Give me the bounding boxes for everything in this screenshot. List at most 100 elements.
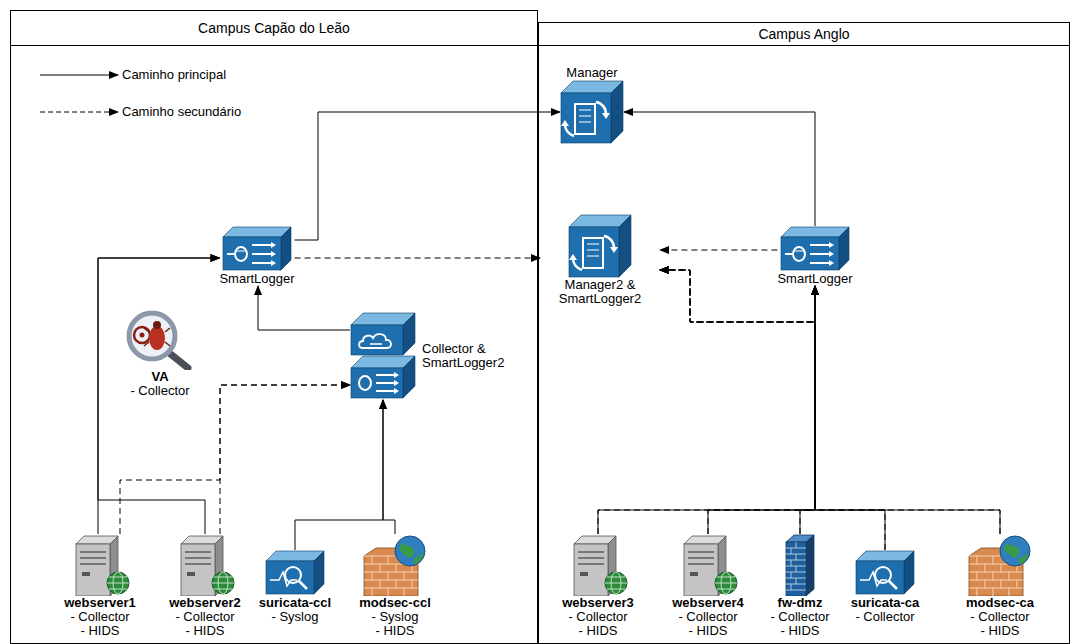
icon-part xyxy=(717,589,735,590)
collector-icon xyxy=(350,312,416,400)
icon-part xyxy=(781,227,849,237)
network-device: modsec-ca- Collector- HIDS xyxy=(966,534,1034,638)
server-icon xyxy=(566,534,630,596)
icon-part xyxy=(370,343,382,345)
icon-part xyxy=(403,356,415,398)
icon-part xyxy=(165,328,170,332)
icon-part xyxy=(252,244,272,246)
icon-part xyxy=(1008,572,1009,580)
icon-part xyxy=(403,313,415,355)
device-label: webserver4- Collector- HIDS xyxy=(672,596,744,638)
primary-path xyxy=(800,286,815,534)
device-name: webserver2 xyxy=(169,596,241,610)
icon-part xyxy=(602,113,610,119)
network-device: suricata-ca- Collector xyxy=(851,550,920,624)
primary-path xyxy=(708,286,815,534)
icon-part xyxy=(187,572,195,576)
icon-part xyxy=(271,260,276,266)
icon-part xyxy=(364,580,418,581)
icon-part xyxy=(109,589,127,590)
modsec-icon xyxy=(362,534,428,596)
network-device: SmartLogger xyxy=(777,226,852,286)
device-label: suricata-ccl- Syslog xyxy=(259,596,331,624)
icon-part xyxy=(80,557,106,559)
device-role: - HIDS xyxy=(770,624,829,638)
icon-part xyxy=(129,313,175,359)
icon-part xyxy=(387,588,388,596)
icon-part xyxy=(376,374,395,376)
icon-part xyxy=(185,557,211,559)
icon-part xyxy=(781,237,839,270)
secondary-path xyxy=(220,385,350,534)
device-name: modsec-ca xyxy=(966,596,1034,610)
server-icon xyxy=(173,534,237,596)
device-name: Manager2 & SmartLogger2 xyxy=(540,278,660,306)
icon-part xyxy=(185,551,211,553)
icon-part xyxy=(144,342,149,346)
device-role: - Collector xyxy=(130,384,189,398)
icon-part xyxy=(379,564,380,572)
network-device: fw-dmz- Collector- HIDS xyxy=(770,534,829,638)
icon-part xyxy=(810,253,830,255)
icon-part xyxy=(791,548,792,554)
device-role: - Collector xyxy=(169,610,241,624)
device-label: modsec-ca- Collector- HIDS xyxy=(966,596,1034,638)
icon-part xyxy=(579,122,591,123)
device-role: - HIDS xyxy=(672,624,744,638)
icon-part xyxy=(810,262,830,264)
icon-part xyxy=(684,544,718,596)
icon-part xyxy=(569,254,577,260)
icon-part xyxy=(806,535,814,596)
icon-part xyxy=(587,250,599,251)
primary-path xyxy=(295,400,383,550)
device-name: webserver3 xyxy=(562,596,634,610)
icon-part xyxy=(889,581,897,589)
icon-part xyxy=(212,572,234,594)
icon-part xyxy=(580,572,588,576)
icon-part xyxy=(235,247,247,261)
icon-part xyxy=(395,536,425,566)
icon-part xyxy=(371,556,372,564)
device-label: VA- Collector xyxy=(130,370,189,398)
secondary-path xyxy=(660,270,1000,534)
icon-part xyxy=(252,253,272,255)
device-name: modsec-ccl xyxy=(359,596,431,610)
icon-part xyxy=(610,247,618,253)
primary-path xyxy=(258,286,350,330)
icon-part xyxy=(80,551,106,553)
icon-part xyxy=(579,116,591,117)
icon-part xyxy=(299,581,307,589)
icon-part xyxy=(314,551,324,594)
device-name: fw-dmz xyxy=(770,596,829,610)
manager-icon xyxy=(560,80,624,144)
device-label: suricata-ca- Collector xyxy=(851,596,920,624)
primary-path xyxy=(98,258,219,534)
icon-part xyxy=(387,556,388,564)
server-icon xyxy=(676,534,740,596)
icon-part xyxy=(791,560,792,566)
device-role: - Collector xyxy=(64,610,136,624)
device-label: webserver2- Collector- HIDS xyxy=(169,596,241,638)
network-device: suricata-ccl- Syslog xyxy=(259,550,331,624)
icon-part xyxy=(690,572,698,576)
icon-part xyxy=(969,580,1023,581)
device-role: - HIDS xyxy=(359,624,431,638)
icon-part xyxy=(561,93,611,143)
device-role: - Syslog xyxy=(259,610,331,624)
icon-part xyxy=(605,572,627,594)
secondary-path xyxy=(120,385,350,534)
icon-part xyxy=(212,583,234,584)
device-label: fw-dmz- Collector- HIDS xyxy=(770,596,829,638)
icon-part xyxy=(109,577,127,578)
icon-part xyxy=(607,589,625,590)
icon-part xyxy=(786,542,806,596)
icon-part xyxy=(796,542,797,548)
icon-part xyxy=(839,227,849,270)
secondary-path xyxy=(295,258,540,259)
logger-icon xyxy=(222,226,292,272)
legend-sample xyxy=(40,112,118,113)
icon-part xyxy=(796,566,797,572)
icon-part xyxy=(140,333,145,338)
icon-part xyxy=(569,227,619,277)
icon-part xyxy=(371,572,372,580)
